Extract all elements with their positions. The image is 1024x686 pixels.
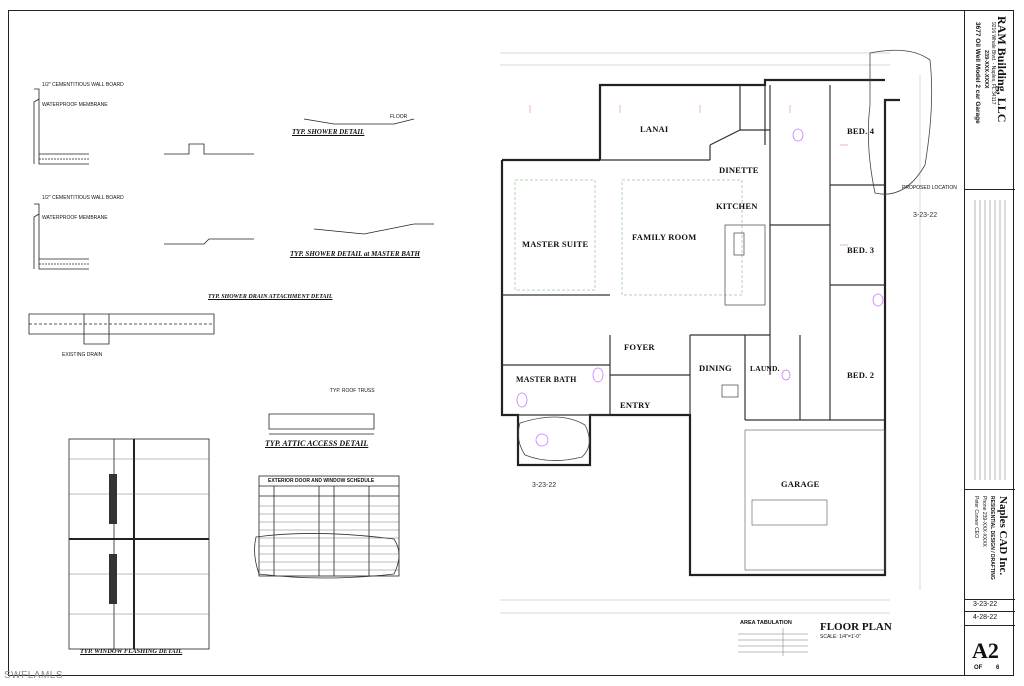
area-tabulation-table <box>738 628 808 656</box>
watermark: SWFLAMLS <box>4 670 64 681</box>
revision-mark-2: 3-23-22 <box>913 212 938 219</box>
plan-title: FLOOR PLAN <box>820 621 892 633</box>
window-detail-title: TYP. WINDOW FLASHING DETAIL <box>80 648 183 655</box>
room-entry: ENTRY <box>620 400 651 410</box>
sheet-number: A2 <box>972 638 999 663</box>
cement-board-label-2: 1/2" CEMENTITIOUS WALL BOARD <box>42 195 124 201</box>
floor-label: FLOOR <box>390 114 408 120</box>
date2-cell: 4-28-22 <box>965 612 1015 626</box>
revision-mark-1: 3-23-22 <box>532 482 557 489</box>
room-bed2: BED. 2 <box>847 370 875 380</box>
room-dinette: DINETTE <box>719 165 759 175</box>
shower-details-drawing <box>28 88 434 650</box>
room-family-room: FAMILY ROOM <box>632 232 697 242</box>
company-phone: 239-XXX-XXXX <box>983 50 989 89</box>
drain-detail-title: TYP. SHOWER DRAIN ATTACHMENT DETAIL <box>208 294 333 300</box>
room-kitchen: KITCHEN <box>716 201 758 211</box>
drain-label: EXISTING DRAIN <box>62 352 103 358</box>
room-master-bath: MASTER BATH <box>516 375 577 384</box>
designer-block: Naples CAD Inc. RESIDENTIAL DESIGN / DRA… <box>965 490 1015 600</box>
membrane-label: WATERPROOF MEMBRANE <box>42 102 108 108</box>
designer-name: Naples CAD Inc. <box>997 496 1009 576</box>
designer-line2: Phone 239-XXX-XXXX <box>981 496 987 547</box>
plan-scale: SCALE: 1/4"=1'-0" <box>820 634 861 640</box>
room-laund: LAUND. <box>750 364 780 373</box>
attic-detail-title: TYP. ATTIC ACCESS DETAIL <box>265 439 369 448</box>
room-dining: DINING <box>699 363 732 373</box>
attic-truss-label: TYP. ROOF TRUSS <box>330 388 375 394</box>
sheet-number-cell: A2 OF 6 <box>965 636 1015 676</box>
company-block: RAM Building, LLC 9216 Whale Blvd. - Nap… <box>965 10 1015 190</box>
proposed-location-label: PROPOSED LOCATION <box>902 185 957 191</box>
drawing-sheet <box>8 10 1014 676</box>
project-name: 3677 Oil Well Model 2 car Garage <box>974 22 981 124</box>
cement-board-label: 1/2" CEMENTITIOUS WALL BOARD <box>42 82 124 88</box>
shower-detail-title: TYP. SHOWER DETAIL <box>292 128 365 136</box>
sheet-date-1: 3-23-22 <box>973 601 998 608</box>
room-bed4: BED. 4 <box>847 126 875 136</box>
notes-block <box>965 190 1015 490</box>
room-lanai: LANAI <box>640 124 669 134</box>
sheet-of-label: OF <box>974 665 983 671</box>
shower-detail-master-title: TYP. SHOWER DETAIL at MASTER BATH <box>290 250 420 258</box>
date1-cell: 3-23-22 <box>965 600 1015 612</box>
room-garage: GARAGE <box>781 479 820 489</box>
designer-line3: Peter Conner CEO <box>973 496 979 538</box>
room-bed3: BED. 3 <box>847 245 875 255</box>
area-tabulation-title: AREA TABULATION <box>740 620 792 626</box>
room-master-suite: MASTER SUITE <box>522 239 589 249</box>
schedule-title: EXTERIOR DOOR AND WINDOW SCHEDULE <box>268 478 375 484</box>
sheet-date-2: 4-28-22 <box>973 614 998 621</box>
title-block: RAM Building, LLC 9216 Whale Blvd. - Nap… <box>964 10 1015 676</box>
floor-plan-drawing <box>500 49 933 614</box>
company-address: 9216 Whale Blvd. - Naples, FL 34117 <box>990 22 996 105</box>
room-foyer: FOYER <box>624 342 655 352</box>
designer-line1: RESIDENTIAL DESIGN / DRAFTING <box>989 496 995 580</box>
membrane-label-2: WATERPROOF MEMBRANE <box>42 215 108 221</box>
sheet-total: 6 <box>996 665 1000 671</box>
company-name: RAM Building, LLC <box>995 16 1009 123</box>
